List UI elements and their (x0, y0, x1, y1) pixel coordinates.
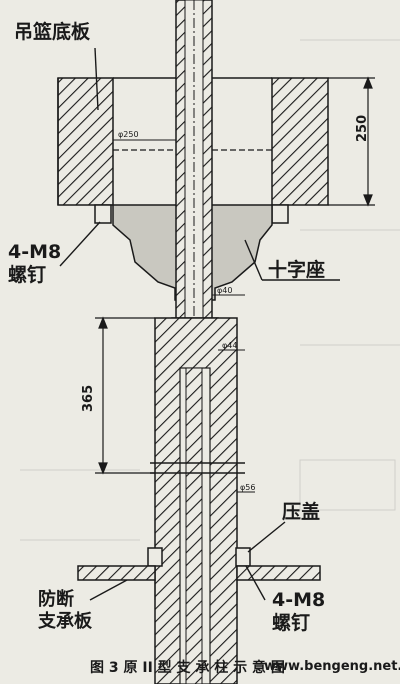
dim-h365: 365 (81, 384, 96, 412)
basket-floor-right (271, 77, 329, 206)
dim-h250: 250 (355, 114, 370, 142)
label-press-cover: 压盖 (282, 501, 321, 523)
press-cover (147, 547, 163, 567)
dim-d56: φ56 (240, 483, 256, 492)
watermark: www.bengeng.net.cn (264, 659, 400, 674)
figure-caption: 图 3 原 II 型 支 承 柱 示 意 图 (90, 660, 285, 676)
dim-d44: φ44 (222, 341, 238, 350)
label-top-bolt-spec: 4-M8 (8, 241, 62, 263)
label-anti-break-line1: 防断 (38, 589, 74, 610)
label-anti-break-line2: 支承板 (38, 611, 92, 632)
anti-break-plate-left (77, 565, 156, 581)
diameter-leaders (113, 139, 255, 493)
bottom-bolt-right (235, 547, 251, 567)
label-hanging-basket-floor: 吊篮底板 (14, 21, 91, 43)
top-bolt-right (271, 204, 289, 224)
label-top-bolt-name: 螺钉 (8, 264, 47, 286)
dim-d40: φ40 (217, 286, 233, 295)
dim-250-lines (328, 76, 375, 207)
label-bottom-bolt-spec: 4-M8 (272, 589, 326, 611)
anti-break-plate-right (236, 565, 321, 581)
top-bolt-left (94, 204, 112, 224)
dim-365-lines (95, 316, 155, 475)
label-bottom-bolt-name: 螺钉 (272, 612, 311, 634)
dim-d250: φ250 (118, 130, 139, 139)
label-cross-seat: 十字座 (268, 259, 326, 281)
basket-floor-left (57, 77, 114, 206)
label-leaders (59, 47, 340, 601)
background-residue (20, 39, 400, 541)
